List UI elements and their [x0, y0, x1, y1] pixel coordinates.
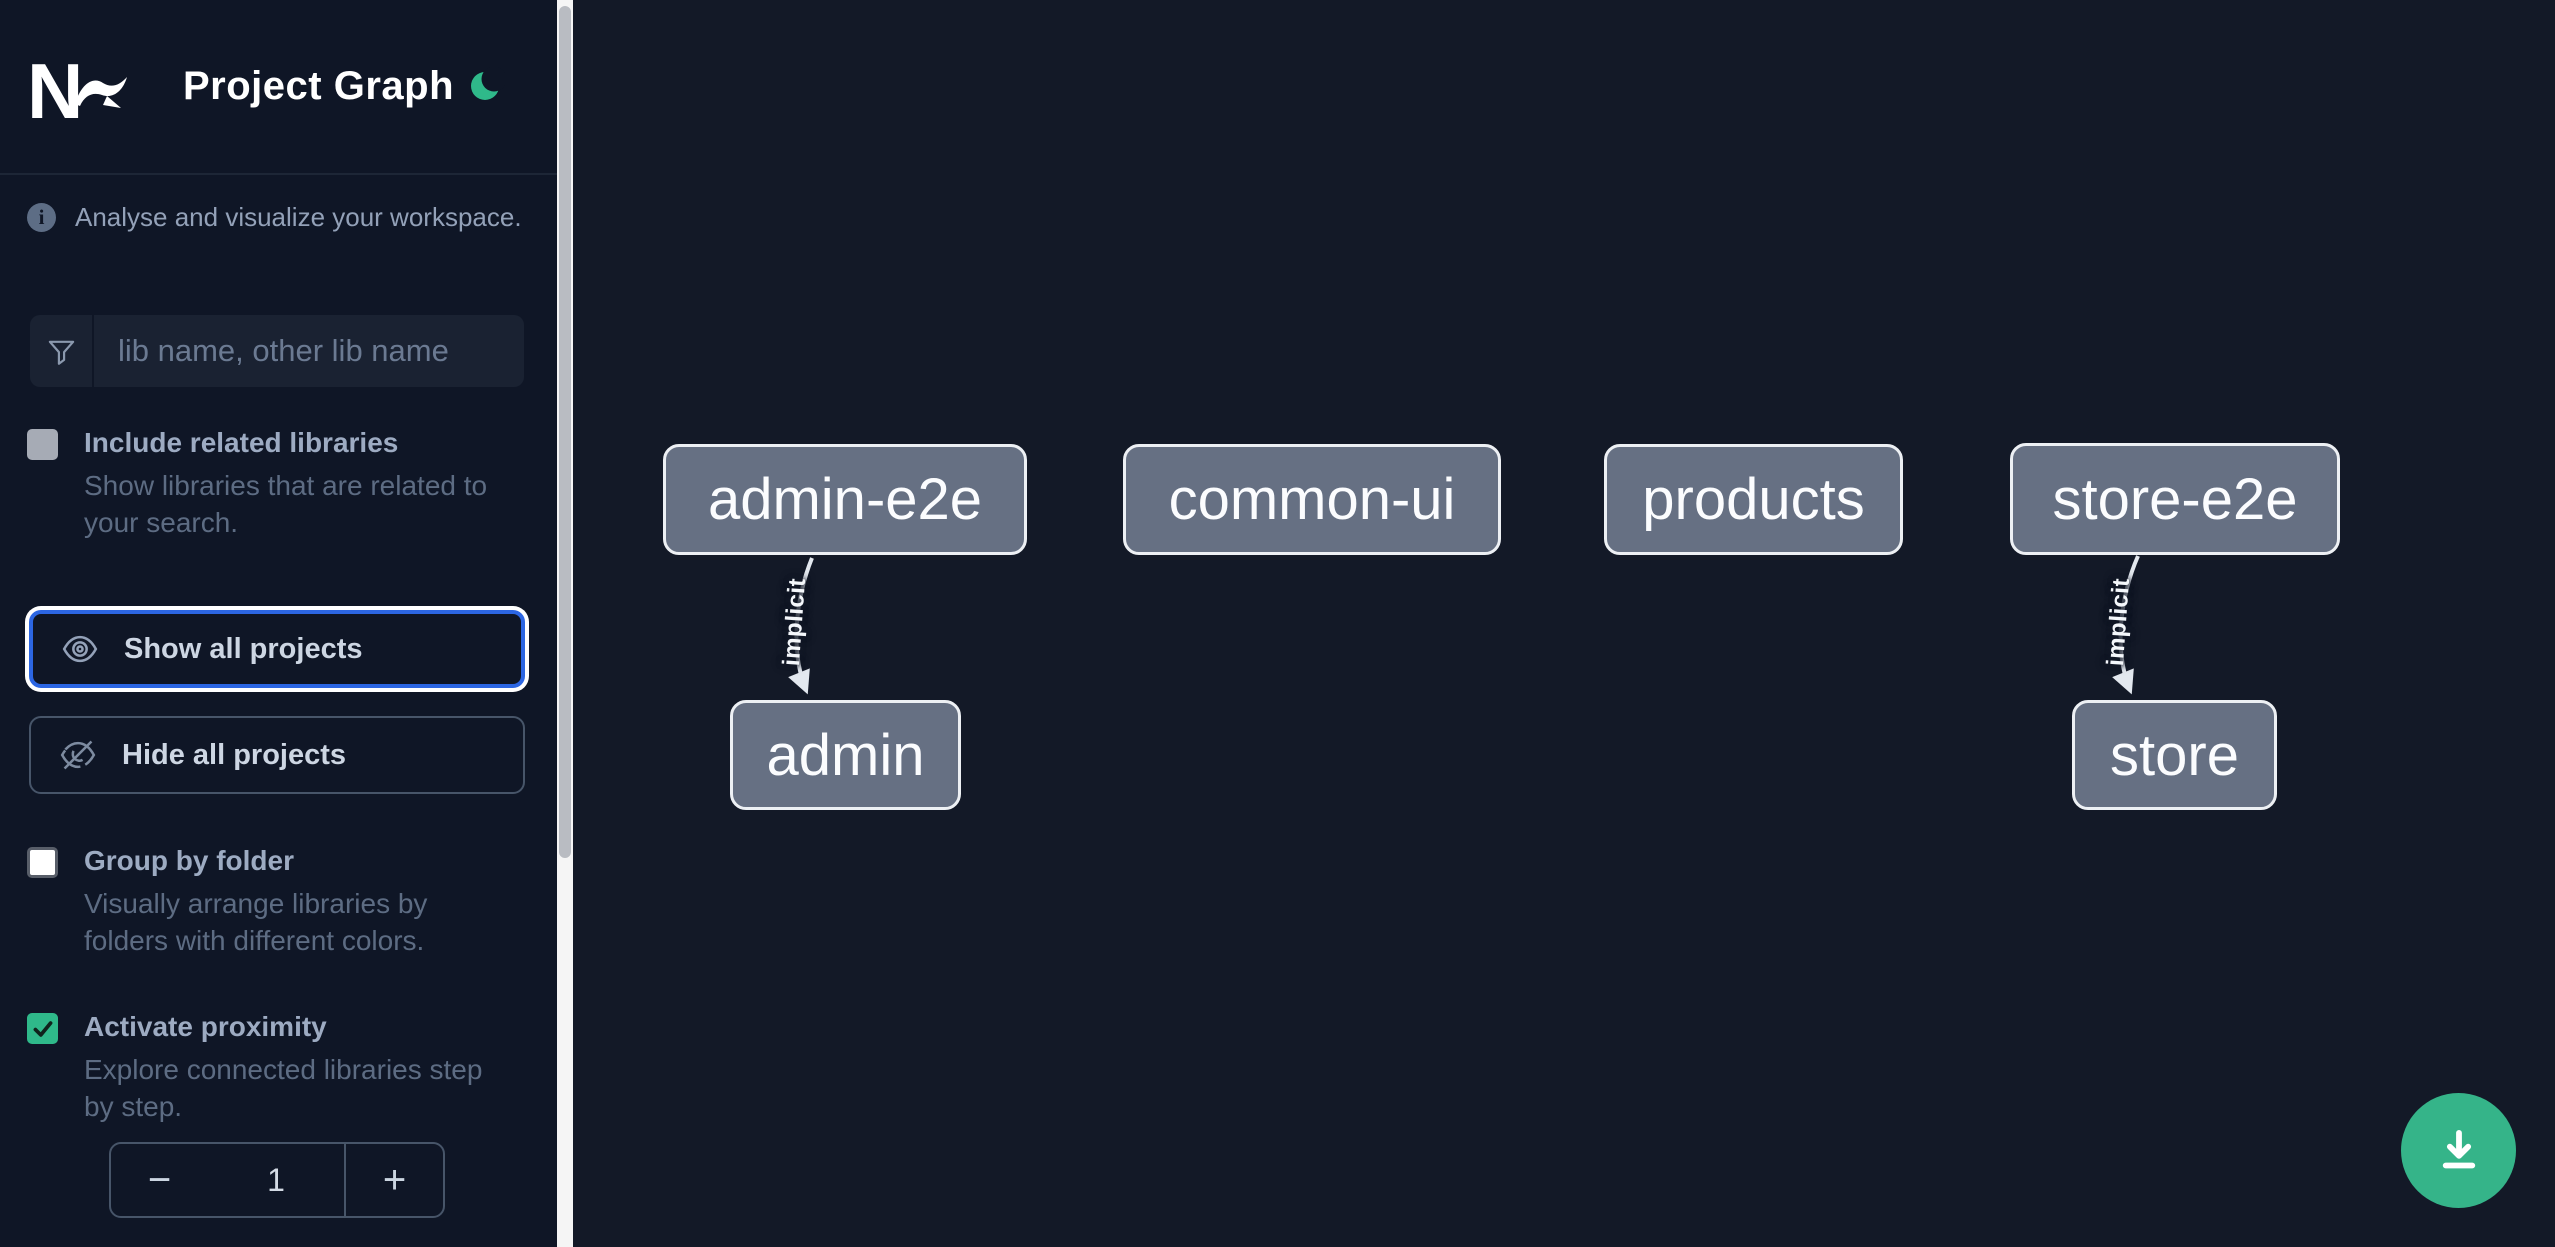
stepper-decrement-button[interactable]: −	[111, 1144, 208, 1216]
toggle-description: Explore connected libraries step by step…	[84, 1054, 483, 1122]
toggle-include-related-libraries[interactable]: Include related libraries Show libraries…	[27, 426, 507, 541]
nx-logo: N	[27, 47, 127, 135]
moon-icon	[471, 66, 507, 100]
hide-all-projects-label: Hide all projects	[122, 738, 347, 771]
sidebar: N Project Graph i Analyse and visualize …	[0, 0, 557, 1247]
stepper-value: 1	[208, 1144, 346, 1216]
theme-toggle-button[interactable]	[468, 66, 507, 106]
eye-icon	[62, 635, 98, 663]
stepper-increment-button[interactable]: +	[346, 1144, 443, 1216]
checkbox-include-related[interactable]	[27, 429, 58, 460]
checkbox-group-by-folder[interactable]	[27, 847, 58, 878]
sidebar-scrollbar-thumb[interactable]	[559, 6, 571, 858]
graph-node-products[interactable]: products	[1604, 444, 1903, 555]
filter-box	[30, 315, 524, 387]
sidebar-scrollbar-track[interactable]	[557, 0, 573, 1247]
graph-node-admin[interactable]: admin	[730, 700, 961, 810]
hide-all-projects-button[interactable]: Hide all projects	[29, 716, 525, 794]
info-icon: i	[27, 203, 56, 232]
graph-canvas[interactable]	[573, 0, 2555, 1247]
workspace-tagline: Analyse and visualize your workspace.	[75, 202, 522, 232]
toggle-label: Activate proximity	[84, 1011, 327, 1042]
show-all-projects-button[interactable]: Show all projects	[29, 610, 525, 688]
page-title: Project Graph	[183, 64, 455, 108]
eye-off-icon	[60, 740, 96, 770]
toggle-description: Visually arrange libraries by folders wi…	[84, 888, 428, 956]
sidebar-header: N Project Graph	[0, 0, 557, 175]
workspace-info: i Analyse and visualize your workspace.	[27, 202, 527, 233]
toggle-group-by-folder[interactable]: Group by folder Visually arrange librari…	[27, 844, 507, 959]
graph-node-common-ui[interactable]: common-ui	[1123, 444, 1501, 555]
toggle-description: Show libraries that are related to your …	[84, 470, 488, 538]
toggle-label: Group by folder	[84, 845, 294, 876]
filter-input[interactable]	[94, 315, 524, 387]
download-icon	[2442, 1129, 2475, 1168]
show-all-projects-label: Show all projects	[124, 632, 363, 665]
check-icon	[33, 1020, 52, 1037]
checkbox-activate-proximity[interactable]	[27, 1013, 58, 1044]
proximity-stepper: − 1 +	[109, 1142, 445, 1218]
graph-node-store[interactable]: store	[2072, 700, 2277, 810]
graph-node-admin-e2e[interactable]: admin-e2e	[663, 444, 1027, 555]
toggle-label: Include related libraries	[84, 427, 399, 458]
toggle-activate-proximity[interactable]: Activate proximity Explore connected lib…	[27, 1010, 507, 1125]
graph-node-store-e2e[interactable]: store-e2e	[2010, 443, 2340, 555]
funnel-icon	[30, 315, 94, 387]
nx-logo-swoosh	[75, 76, 127, 108]
download-image-button[interactable]	[2401, 1093, 2516, 1208]
